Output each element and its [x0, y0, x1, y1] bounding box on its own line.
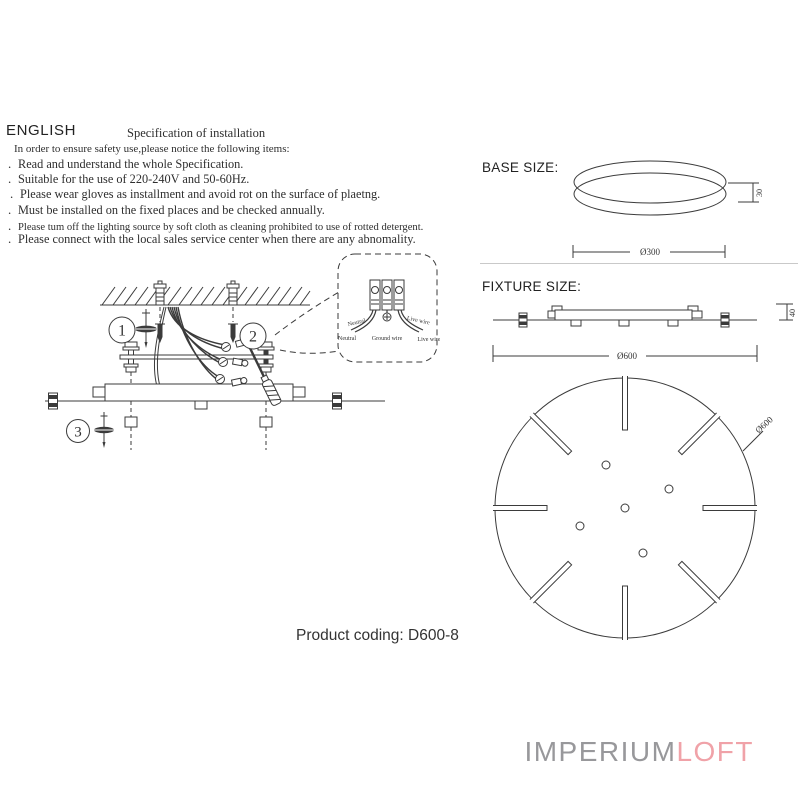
bullet-dot: . — [10, 186, 14, 201]
terminal-block — [381, 279, 393, 311]
safety-item-text: Please connect with the local sales serv… — [18, 232, 416, 246]
safety-item: . Please connect with the local sales ser… — [8, 231, 416, 247]
installation-diagram: 1 2 3 — [45, 253, 440, 450]
intro-line: In order to ensure safety use,please not… — [14, 143, 290, 155]
expansion-screw-icon — [135, 309, 157, 348]
spring-clip — [48, 392, 58, 410]
spring-clip — [720, 312, 730, 328]
spec-title: Specification of installation — [127, 126, 266, 140]
step-number: 1 — [118, 323, 126, 340]
expansion-screw-icon — [94, 412, 114, 448]
safety-item-text: Must be installed on the fixed places an… — [18, 203, 325, 217]
step-marker-3: 3 — [66, 419, 90, 443]
step-number: 2 — [249, 329, 257, 346]
wire-label-live-upper: Live wire — [406, 316, 430, 327]
base-size-label: BASE SIZE: — [482, 160, 559, 175]
safety-item: . Please tum off the lighting source by s… — [8, 218, 423, 234]
wire-label-ground: Ground wire — [372, 336, 403, 342]
diameter-dim-label: Ø300 — [640, 247, 660, 257]
brand-logo: IMPERIUMLOFT — [524, 736, 754, 768]
fixture-size-label: FIXTURE SIZE: — [482, 279, 582, 294]
brand-name-accent: LOFT — [676, 736, 754, 767]
brand-name-primary: IMPERIUM — [524, 736, 677, 767]
callout-wires — [350, 309, 424, 333]
terminal-block — [393, 279, 405, 311]
mounting-bolt — [257, 341, 275, 450]
screwdriver — [246, 343, 282, 406]
product-coding: Product coding: D600-8 — [296, 627, 459, 644]
safety-item-text: Please wear gloves as installment and av… — [20, 187, 381, 201]
safety-item-text: Please tum off the lighting source by so… — [18, 222, 424, 233]
base-size-drawing: 30 Ø300 — [572, 160, 764, 258]
height-dimension: 30 — [728, 182, 764, 203]
bullet-dot: . — [8, 218, 12, 233]
wire-label-neutral-upper: Neutral — [347, 318, 366, 328]
step-marker-1: 1 — [108, 316, 136, 344]
wall-anchor — [153, 280, 167, 343]
base-ring — [573, 160, 727, 216]
safety-item: . Read and understand the whole Specifica… — [8, 156, 243, 172]
wire-label-neutral-lower: Neutral — [338, 336, 356, 342]
mounting-bolt — [122, 341, 140, 450]
bullet-dot: . — [8, 171, 12, 186]
plate-diameter-label: Ø600 — [753, 414, 775, 435]
language-heading: ENGLISH — [6, 122, 77, 139]
step-marker-2: 2 — [239, 322, 267, 350]
height-dimension: 40 — [776, 303, 797, 321]
safety-item-text: Read and understand the whole Specificat… — [18, 157, 244, 171]
fixture-size-drawing: 40 Ø600 — [492, 303, 797, 362]
safety-item: . Please wear gloves as installment and a… — [10, 186, 380, 202]
diameter-dim-label: Ø600 — [617, 351, 637, 361]
diameter-dimension: Ø600 — [492, 345, 758, 362]
wall-anchor — [226, 280, 240, 343]
height-dim-label: 40 — [788, 309, 797, 317]
terminal-block — [369, 279, 381, 311]
mounting-plate-drawing: Ø600 — [493, 376, 775, 640]
bullet-dot: . — [8, 156, 12, 171]
plate-diameter-dimension: Ø600 — [742, 414, 775, 452]
spring-clip — [332, 392, 342, 410]
mounting-crossbar — [119, 354, 274, 360]
diameter-dimension: Ø300 — [572, 245, 726, 258]
step-number: 3 — [74, 425, 82, 441]
section-divider — [480, 263, 798, 264]
ceiling-hatch — [100, 286, 311, 306]
plate-slots — [493, 376, 757, 640]
fixture-side-view — [493, 305, 757, 328]
supply-wires — [153, 306, 226, 391]
wiring-callout: Neutral Live wire Neutral Ground wire Li… — [274, 253, 440, 363]
wire-label-live-lower: Live wire — [417, 337, 440, 343]
bullet-dot: . — [8, 202, 12, 217]
bullet-dot: . — [8, 231, 12, 246]
fixture-body — [45, 383, 385, 410]
safety-item: . Suitable for the use of 220-240V and 50… — [8, 171, 249, 187]
plate-holes — [575, 460, 674, 558]
safety-item: . Must be installed on the fixed places a… — [8, 202, 325, 218]
ground-screw-icon — [382, 312, 392, 322]
spring-clip — [518, 312, 528, 328]
height-dim-label: 30 — [755, 189, 764, 197]
safety-item-text: Suitable for the use of 220-240V and 50-… — [18, 172, 250, 186]
